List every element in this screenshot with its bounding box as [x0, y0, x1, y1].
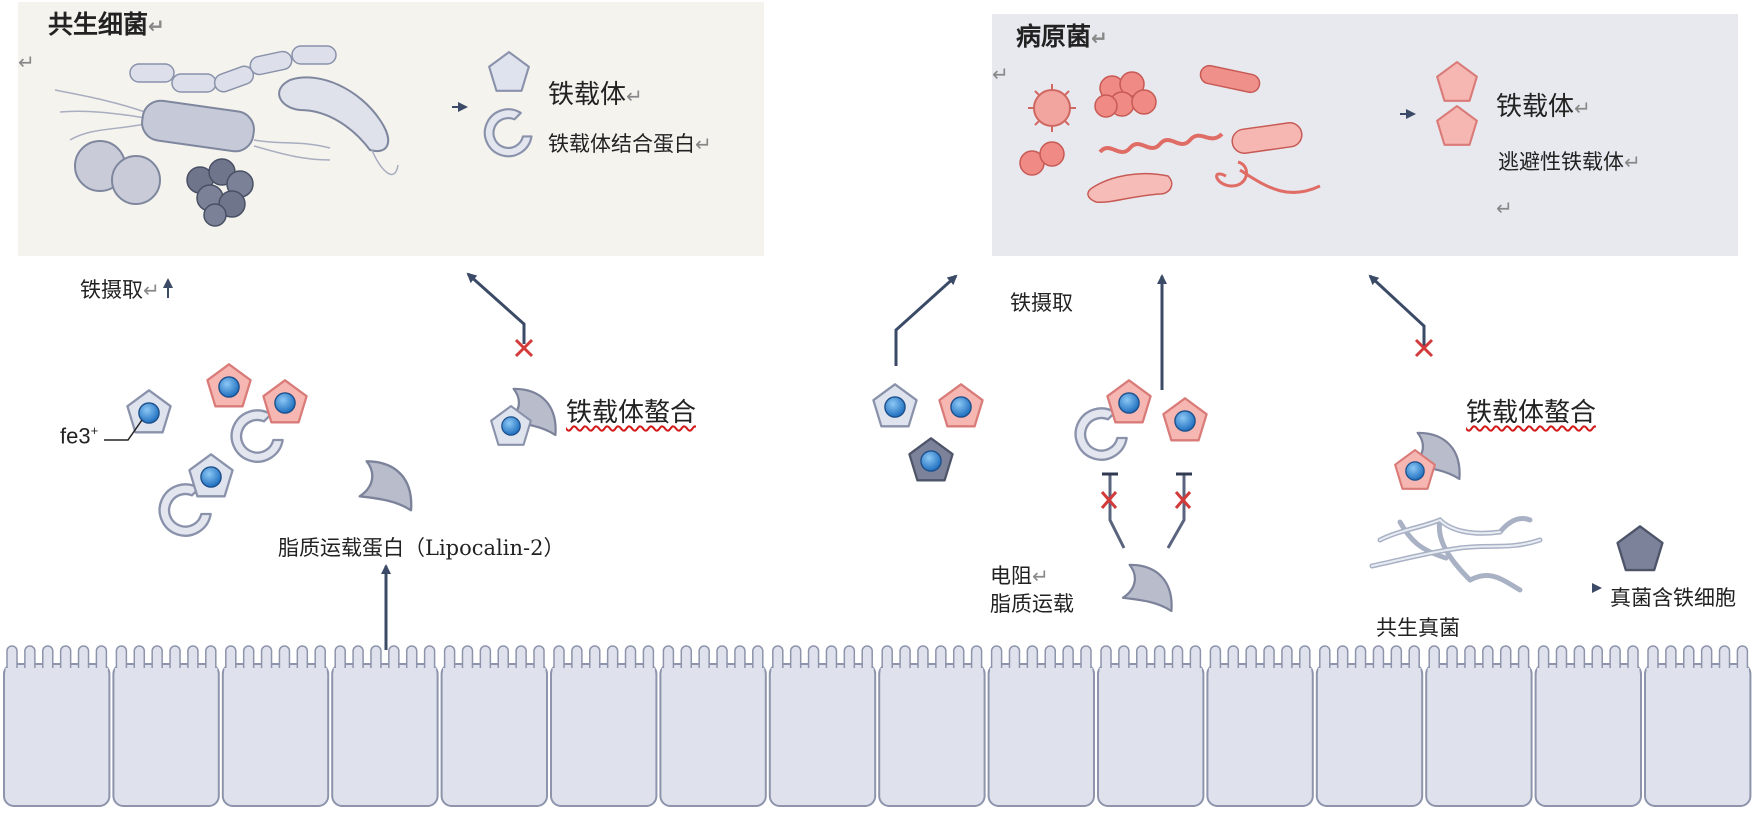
cell-apical-fill	[1427, 668, 1531, 682]
cell-apical-fill	[5, 668, 108, 682]
cell-apical-fill	[1099, 668, 1202, 682]
epithelial-cell	[1097, 663, 1205, 807]
commensal-siderophore-label: 铁载体↵	[548, 80, 643, 110]
cell-apical-fill	[1208, 668, 1312, 682]
iron-ball-icon	[218, 376, 240, 398]
fe3-pointer-line	[104, 419, 143, 441]
pink-rod-large	[1231, 122, 1303, 154]
chelation-label-left: 铁载体螯合	[566, 398, 697, 428]
commensal-panel-title: 共生细菌↵	[48, 10, 165, 39]
stealth-siderophore-label: 逃避性铁载体↵	[1498, 150, 1641, 174]
pathogen-bacteria-illustration	[1019, 64, 1321, 204]
epithelial-cell	[768, 663, 877, 807]
pink-curved-rod	[1087, 172, 1173, 204]
cell-apical-fill	[443, 668, 546, 682]
lipocalin-resistance-inhibition	[1100, 472, 1192, 549]
spiky-virus	[1028, 84, 1076, 132]
coccus-pair	[74, 140, 161, 205]
epithelial-cell	[331, 663, 439, 807]
return-mark: ↵	[992, 62, 1009, 86]
epithelial-cell	[1315, 663, 1424, 807]
cell-apical-fill	[1537, 668, 1640, 682]
lipocalin-label: 脂质运载蛋白（Lipocalin-2）	[278, 536, 565, 560]
epithelial-cell	[987, 663, 1095, 807]
return-mark: ↵	[18, 50, 35, 74]
cell-apical-fill	[990, 668, 1093, 682]
lipocalin-protein	[1121, 563, 1173, 613]
lipocalin-protein	[358, 460, 413, 512]
epithelial-cell	[550, 663, 658, 807]
resistance-label-line1: 电阻↵	[990, 564, 1049, 588]
cell-apical-fill	[1646, 668, 1749, 682]
pathogen-panel-bg	[992, 14, 1738, 256]
cell-apical-fill	[224, 668, 327, 682]
iron-ball-icon	[1118, 392, 1140, 414]
iron-ball-icon	[1405, 461, 1425, 481]
commensal-fungi-label: 共生真菌	[1376, 616, 1460, 640]
fe3-label: fe3+	[60, 423, 99, 449]
epithelial-cell	[3, 663, 111, 807]
commensal-panel-bg	[18, 2, 764, 256]
spirochete	[1098, 132, 1224, 154]
epithelial-cell	[221, 663, 330, 807]
pathogen-siderophore-label: 铁载体↵	[1496, 92, 1591, 122]
iron-ball-icon	[501, 416, 521, 436]
binding-protein-label: 铁载体结合蛋白↵	[548, 132, 712, 156]
epithelial-cell	[659, 663, 767, 807]
arrow-commensal-blocked	[466, 272, 534, 358]
return-mark: ↵	[1496, 196, 1513, 220]
epithelial-cell	[1206, 663, 1314, 807]
intestinal-epithelium	[3, 645, 1752, 807]
pink-diplococcus	[1019, 141, 1065, 176]
epithelial-cell	[1425, 663, 1533, 807]
cell-apical-fill	[114, 668, 218, 682]
iron-ball-icon	[1174, 410, 1196, 432]
epithelial-cell	[878, 663, 986, 807]
chelation-label-right: 铁载体螯合	[1466, 398, 1597, 428]
arrow-pathogen-left	[894, 274, 958, 366]
cell-apical-fill	[661, 668, 765, 682]
cell-apical-fill	[552, 668, 655, 682]
iron-uptake-label-right: 铁摄取	[1010, 291, 1073, 315]
pink-spiral	[1215, 160, 1321, 194]
cell-apical-fill	[1318, 668, 1421, 682]
curved-bacterium	[278, 76, 399, 176]
epithelial-cell	[112, 663, 220, 807]
cell-apical-fill	[771, 668, 874, 682]
epithelial-cell	[1534, 663, 1642, 807]
grape-cluster	[186, 158, 254, 227]
epithelial-cell	[440, 663, 549, 807]
pink-grape-cluster	[1094, 71, 1157, 118]
iron-ball-icon	[920, 450, 942, 472]
resistance-label-line2: 脂质运载	[990, 592, 1074, 616]
pathogen-panel-title: 病原菌↵	[1016, 22, 1108, 51]
iron-ball-icon	[274, 392, 296, 414]
cell-apical-fill	[880, 668, 984, 682]
epithelial-cell	[1644, 663, 1752, 807]
iron-ball-icon	[884, 396, 906, 418]
commensal-fungi-hyphae-outline	[1371, 518, 1541, 567]
rod-bacterium	[54, 89, 331, 161]
iron-ball-icon	[950, 396, 972, 418]
fungal-iron-label: 真菌含铁细胞	[1610, 586, 1736, 610]
iron-uptake-label-left: 铁摄取↵	[80, 278, 160, 302]
commensal-bacteria-illustration	[54, 45, 399, 227]
arrow-pathogen-blocked	[1368, 274, 1434, 358]
pink-rod	[1199, 64, 1261, 94]
iron-ball-icon	[200, 466, 222, 488]
cell-apical-fill	[333, 668, 437, 682]
chain-bacteria	[129, 45, 337, 93]
fungal-siderophore-icon	[1616, 525, 1664, 572]
